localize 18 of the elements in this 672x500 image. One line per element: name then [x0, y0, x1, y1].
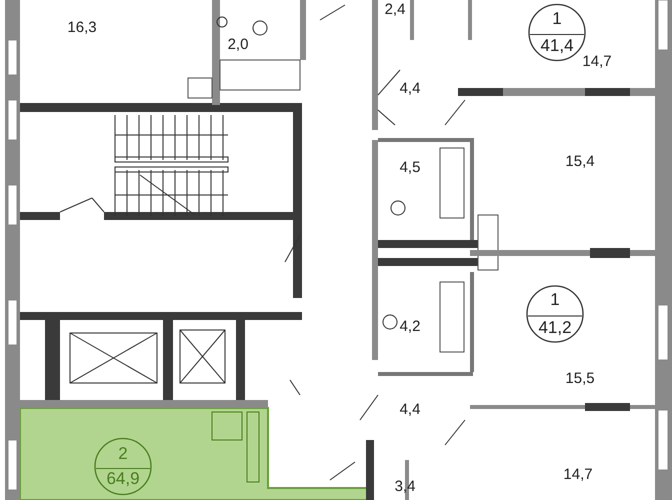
room-area: 3,4: [394, 479, 416, 495]
apartment-area: 41,4: [540, 38, 574, 54]
apartment-area: 64,9: [106, 471, 140, 487]
apartment-area: 41,2: [538, 320, 572, 336]
room-area: 4,5: [400, 160, 420, 176]
room-area: 15,5: [565, 371, 595, 387]
room-area: 4,4: [400, 81, 420, 97]
room-area: 2,4: [384, 2, 406, 18]
room-area: 4,2: [400, 319, 420, 335]
room-area: 16,3: [67, 20, 97, 36]
room-area: 4,4: [400, 402, 420, 418]
room-area: 14,7: [563, 467, 593, 483]
room-area: 14,7: [582, 54, 612, 70]
room-area: 15,4: [565, 154, 595, 170]
apartment-number: 1: [552, 11, 562, 27]
apartment-number: 2: [118, 446, 128, 462]
room-area: 2,0: [228, 37, 248, 53]
apartment-number: 1: [550, 292, 560, 308]
